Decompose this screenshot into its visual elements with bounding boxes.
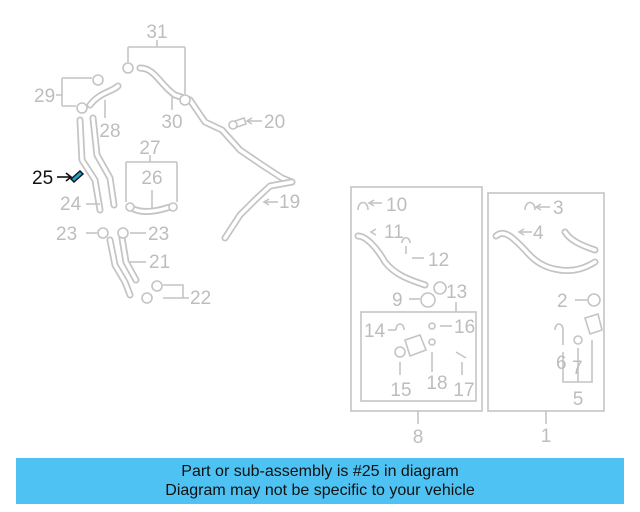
info-banner: Part or sub-assembly is #25 in diagram D…: [16, 458, 624, 504]
callout-28[interactable]: 28: [99, 121, 120, 142]
callout-9[interactable]: 9: [392, 290, 403, 311]
callout-1[interactable]: 1: [541, 426, 552, 447]
assembly-box-8: [350, 186, 483, 424]
callout-labels: 1 2 3 4 5 6 7 8 9 10 11 12 13 14 15 16 1…: [32, 22, 583, 448]
callout-30[interactable]: 30: [161, 112, 182, 133]
callout-14[interactable]: 14: [364, 321, 386, 342]
callout-2[interactable]: 2: [557, 291, 568, 312]
parts-diagram: 1 2 3 4 5 6 7 8 9 10 11 12 13 14 15 16 1…: [32, 22, 605, 448]
callout-19[interactable]: 19: [279, 192, 300, 213]
leader-arrowheads: [245, 117, 542, 236]
callout-23-left[interactable]: 23: [56, 224, 77, 245]
hose-assembly-left: [56, 40, 296, 304]
callout-13[interactable]: 13: [446, 282, 467, 303]
callout-16[interactable]: 16: [454, 317, 475, 338]
callout-3[interactable]: 3: [553, 198, 564, 219]
callout-5[interactable]: 5: [573, 389, 584, 410]
callout-6[interactable]: 6: [556, 353, 567, 374]
callout-24[interactable]: 24: [60, 194, 82, 215]
callout-15[interactable]: 15: [390, 380, 411, 401]
callout-18[interactable]: 18: [426, 373, 447, 394]
callout-20[interactable]: 20: [264, 112, 285, 133]
callout-4[interactable]: 4: [533, 223, 544, 244]
callout-21[interactable]: 21: [149, 252, 170, 273]
callout-11[interactable]: 11: [384, 222, 404, 243]
banner-line-1: Part or sub-assembly is #25 in diagram: [181, 463, 459, 480]
callout-31[interactable]: 31: [146, 22, 167, 43]
callout-10[interactable]: 10: [386, 195, 407, 216]
callout-12[interactable]: 12: [428, 250, 449, 271]
callout-8[interactable]: 8: [413, 427, 424, 448]
callout-7[interactable]: 7: [572, 358, 583, 379]
callout-27[interactable]: 27: [139, 138, 160, 159]
callout-23-right[interactable]: 23: [148, 224, 169, 245]
callout-25[interactable]: 25: [32, 168, 53, 189]
part-25-highlight[interactable]: [57, 170, 85, 183]
banner-line-2: Diagram may not be specific to your vehi…: [165, 482, 475, 499]
callout-22[interactable]: 22: [190, 288, 211, 309]
callout-26[interactable]: 26: [141, 168, 162, 189]
assembly-box-1: [487, 192, 605, 424]
callout-17[interactable]: 17: [453, 380, 474, 401]
callout-29[interactable]: 29: [34, 86, 55, 107]
